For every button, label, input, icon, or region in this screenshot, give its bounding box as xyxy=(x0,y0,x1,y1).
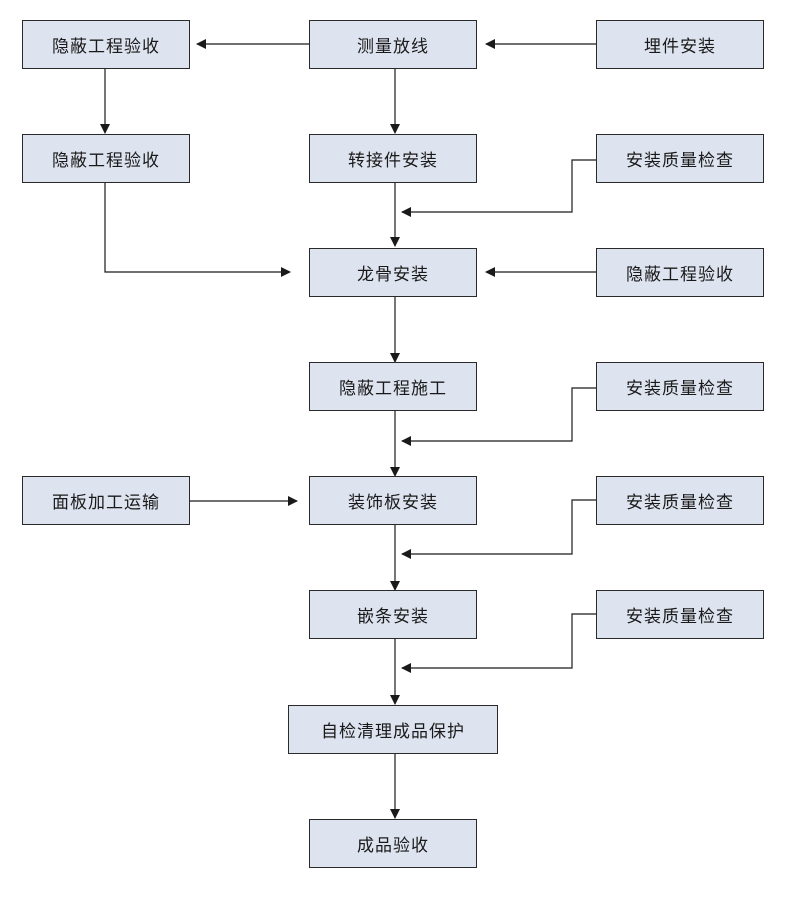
node-concealed-acceptance-top: 隐蔽工程验收 xyxy=(22,20,190,69)
node-quality-check-1: 安装质量检查 xyxy=(596,134,764,183)
node-keel-install: 龙骨安装 xyxy=(309,248,477,297)
node-panel-processing-transport: 面板加工运输 xyxy=(22,476,190,525)
node-decorative-panel-install: 装饰板安装 xyxy=(309,476,477,525)
node-survey-layout: 测量放线 xyxy=(309,20,477,69)
node-inlay-strip-install: 嵌条安装 xyxy=(309,590,477,639)
node-quality-check-3: 安装质量检查 xyxy=(596,476,764,525)
node-adapter-install: 转接件安装 xyxy=(309,134,477,183)
arrow-quality1-to-center xyxy=(401,159,596,217)
node-quality-check-2: 安装质量检查 xyxy=(596,362,764,411)
arrow-quality4-to-center xyxy=(401,613,596,673)
node-concealed-construction: 隐蔽工程施工 xyxy=(309,362,477,411)
node-concealed-acceptance-right: 隐蔽工程验收 xyxy=(596,248,764,297)
node-self-check-cleanup-protection: 自检清理成品保护 xyxy=(288,705,498,754)
arrow-quality2-to-center xyxy=(401,387,596,446)
node-final-acceptance: 成品验收 xyxy=(309,819,477,868)
arrow-quality3-to-center xyxy=(401,499,596,559)
node-embedded-parts-install: 埋件安装 xyxy=(596,20,764,69)
node-quality-check-4: 安装质量检查 xyxy=(596,590,764,639)
node-concealed-acceptance-left: 隐蔽工程验收 xyxy=(22,134,190,183)
arrow-acceptance-left-to-keel xyxy=(104,183,291,277)
